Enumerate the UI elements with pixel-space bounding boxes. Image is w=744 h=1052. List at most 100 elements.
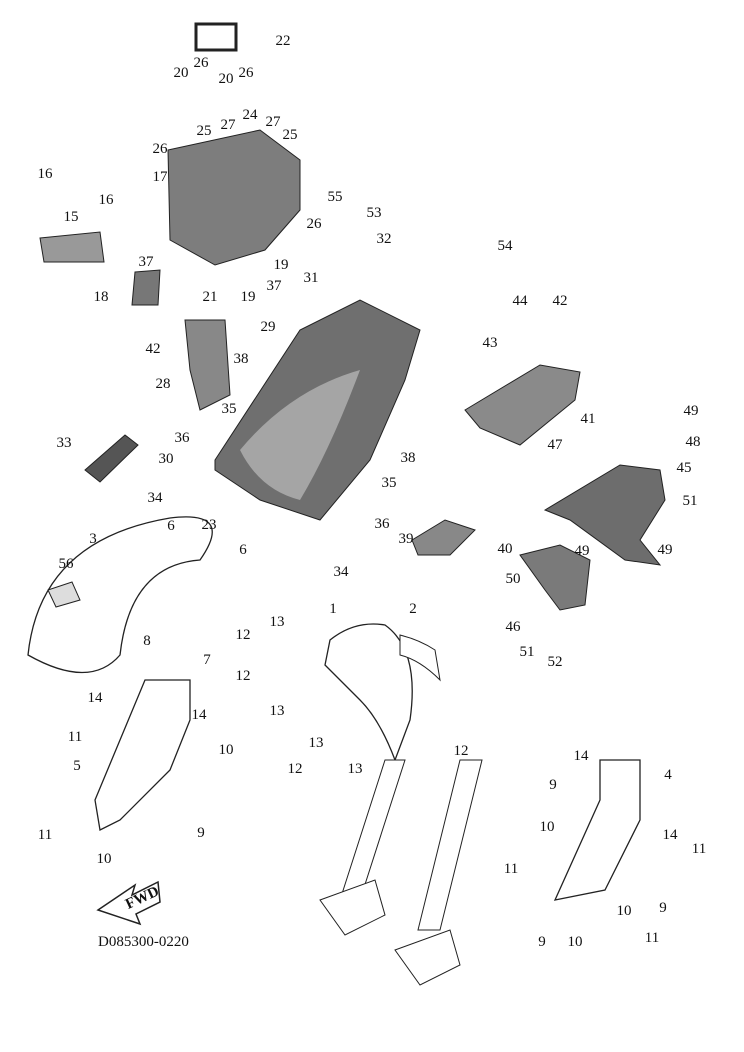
callout-37: 37 xyxy=(267,278,283,294)
callout-34: 34 xyxy=(148,490,164,506)
callout-10: 10 xyxy=(97,851,112,867)
callout-20: 20 xyxy=(219,71,234,87)
callout-25: 25 xyxy=(283,127,298,143)
callout-11: 11 xyxy=(692,841,706,857)
part-30-inner-fender-face xyxy=(240,370,360,500)
callout-19: 19 xyxy=(241,289,256,305)
callout-21: 21 xyxy=(203,289,218,305)
fork-tube-left xyxy=(339,759,406,901)
callout-10: 10 xyxy=(568,934,583,950)
callout-41: 41 xyxy=(581,411,596,427)
callout-36: 36 xyxy=(175,430,191,446)
callout-11: 11 xyxy=(38,827,52,843)
callout-38: 38 xyxy=(234,351,249,367)
callout-14: 14 xyxy=(574,748,590,764)
callout-51: 51 xyxy=(520,644,535,660)
callout-6: 6 xyxy=(239,542,247,558)
callout-13: 13 xyxy=(348,761,363,777)
callout-15: 15 xyxy=(64,209,79,225)
callout-14: 14 xyxy=(663,827,679,843)
callout-9: 9 xyxy=(659,900,667,916)
part-2-label xyxy=(399,634,441,682)
callout-13: 13 xyxy=(270,703,285,719)
callout-49: 49 xyxy=(684,403,699,419)
part-28 xyxy=(184,319,231,411)
callout-39: 39 xyxy=(399,531,414,547)
part-22-bracket xyxy=(194,22,238,52)
callout-49: 49 xyxy=(658,542,673,558)
callout-13: 13 xyxy=(270,614,285,630)
callout-52: 52 xyxy=(548,654,563,670)
callout-51: 51 xyxy=(683,493,698,509)
callout-13: 13 xyxy=(309,735,324,751)
callout-27: 27 xyxy=(266,114,282,130)
callout-42: 42 xyxy=(146,341,161,357)
callout-12: 12 xyxy=(236,627,251,643)
callout-49: 49 xyxy=(575,543,590,559)
part-39 xyxy=(411,519,476,556)
callout-55: 55 xyxy=(328,189,343,205)
part-50 xyxy=(519,544,591,611)
fork-bottom-right xyxy=(394,929,461,986)
callout-16: 16 xyxy=(38,166,54,182)
callout-11: 11 xyxy=(504,861,518,877)
part-4-fork-guard xyxy=(553,759,641,901)
part-33-clip xyxy=(84,434,139,483)
callout-27: 27 xyxy=(221,117,237,133)
callout-23: 23 xyxy=(202,517,217,533)
callout-1: 1 xyxy=(329,601,337,617)
callout-16: 16 xyxy=(99,192,115,208)
callout-10: 10 xyxy=(617,903,632,919)
callout-56: 56 xyxy=(59,556,75,572)
callout-14: 14 xyxy=(192,707,208,723)
callout-38: 38 xyxy=(401,450,416,466)
callout-26: 26 xyxy=(307,216,323,232)
callout-26: 26 xyxy=(153,141,169,157)
callout-2: 2 xyxy=(409,601,417,617)
callout-9: 9 xyxy=(549,777,557,793)
callout-28: 28 xyxy=(156,376,171,392)
callout-20: 20 xyxy=(174,65,189,81)
callout-5: 5 xyxy=(73,758,81,774)
callout-4: 4 xyxy=(664,767,672,783)
callout-26: 26 xyxy=(239,65,255,81)
callout-3: 3 xyxy=(89,531,97,547)
callout-32: 32 xyxy=(377,231,392,247)
part-3-front-fender xyxy=(27,516,213,674)
callout-10: 10 xyxy=(540,819,555,835)
callout-8: 8 xyxy=(143,633,151,649)
callout-19: 19 xyxy=(274,257,289,273)
callout-48: 48 xyxy=(686,434,701,450)
callout-11: 11 xyxy=(68,729,82,745)
callout-10: 10 xyxy=(219,742,234,758)
part-41-bracket xyxy=(464,364,581,446)
callout-9: 9 xyxy=(538,934,546,950)
callout-12: 12 xyxy=(454,743,469,759)
part-56-label xyxy=(47,581,81,608)
callout-46: 46 xyxy=(506,619,522,635)
callout-35: 35 xyxy=(222,401,237,417)
callout-31: 31 xyxy=(304,270,319,286)
callout-18: 18 xyxy=(94,289,109,305)
callout-53: 53 xyxy=(367,205,382,221)
callout-45: 45 xyxy=(677,460,692,476)
callout-50: 50 xyxy=(506,571,521,587)
callout-12: 12 xyxy=(288,761,303,777)
callout-54: 54 xyxy=(498,238,514,254)
parts-layer xyxy=(27,22,666,986)
part-45-cover xyxy=(543,464,666,566)
fwd-arrow-icon xyxy=(96,880,161,926)
part-17-battery-box xyxy=(167,129,301,266)
callout-33: 33 xyxy=(57,435,72,451)
callout-40: 40 xyxy=(498,541,513,557)
fork-bottom-left xyxy=(319,879,386,936)
callout-7: 7 xyxy=(203,652,211,668)
part-18 xyxy=(131,269,161,306)
callout-44: 44 xyxy=(513,293,529,309)
callout-6: 6 xyxy=(167,518,175,534)
callout-22: 22 xyxy=(276,33,291,49)
callout-9: 9 xyxy=(197,825,205,841)
